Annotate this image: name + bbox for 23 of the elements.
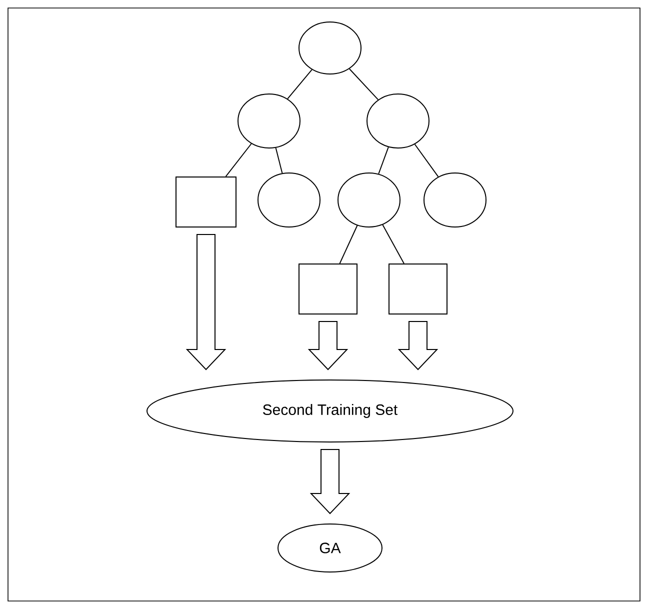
leaf-box (388, 264, 448, 314)
tree-node-ellipse (258, 172, 320, 228)
connector-line (348, 68, 379, 100)
tree-node-ellipse (338, 172, 400, 228)
ellipse-node: Second Training Set (146, 380, 514, 442)
tree-node-ellipse (298, 22, 362, 74)
connector-line (414, 144, 439, 178)
tree-node-ellipse (238, 94, 300, 148)
connector-line (382, 224, 404, 264)
connector-line (287, 69, 312, 100)
block-arrow (308, 321, 348, 370)
leaf-box (176, 176, 236, 228)
block-arrow (186, 234, 226, 370)
block-arrow (310, 449, 350, 514)
block-arrow (398, 321, 438, 370)
connector-line (225, 143, 252, 177)
connector-line (275, 147, 283, 174)
connector-line (339, 225, 358, 264)
tree-node-ellipse (424, 172, 486, 228)
tree-node-ellipse (366, 94, 430, 148)
connector-line (378, 146, 389, 174)
ellipse-node: GA (278, 524, 382, 572)
leaf-box (298, 264, 358, 314)
